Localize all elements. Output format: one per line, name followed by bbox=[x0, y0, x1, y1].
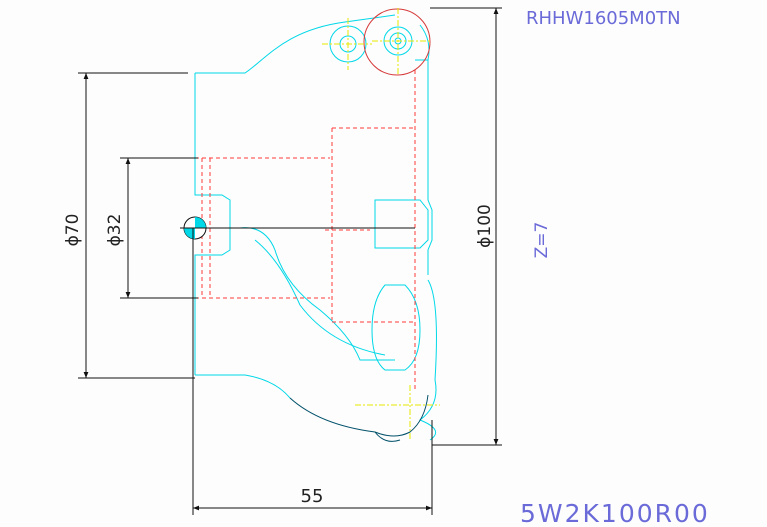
insert-circle bbox=[363, 8, 431, 76]
center-marks bbox=[322, 8, 440, 440]
hidden-lines bbox=[195, 70, 416, 390]
teeth-count-label: Z=7 bbox=[532, 222, 552, 259]
dim-width-label: 55 bbox=[301, 486, 324, 507]
dim-d32-label: ϕ32 bbox=[105, 214, 125, 247]
dimension-lines bbox=[78, 7, 502, 515]
cutting-edge bbox=[289, 394, 429, 442]
model-code-label: RHHW1605M0TN bbox=[526, 8, 681, 29]
dim-d70-label: ϕ70 bbox=[63, 214, 83, 247]
part-code-label: 5W2K100R00 bbox=[520, 499, 710, 523]
dim-d100-label: ϕ100 bbox=[475, 204, 495, 248]
